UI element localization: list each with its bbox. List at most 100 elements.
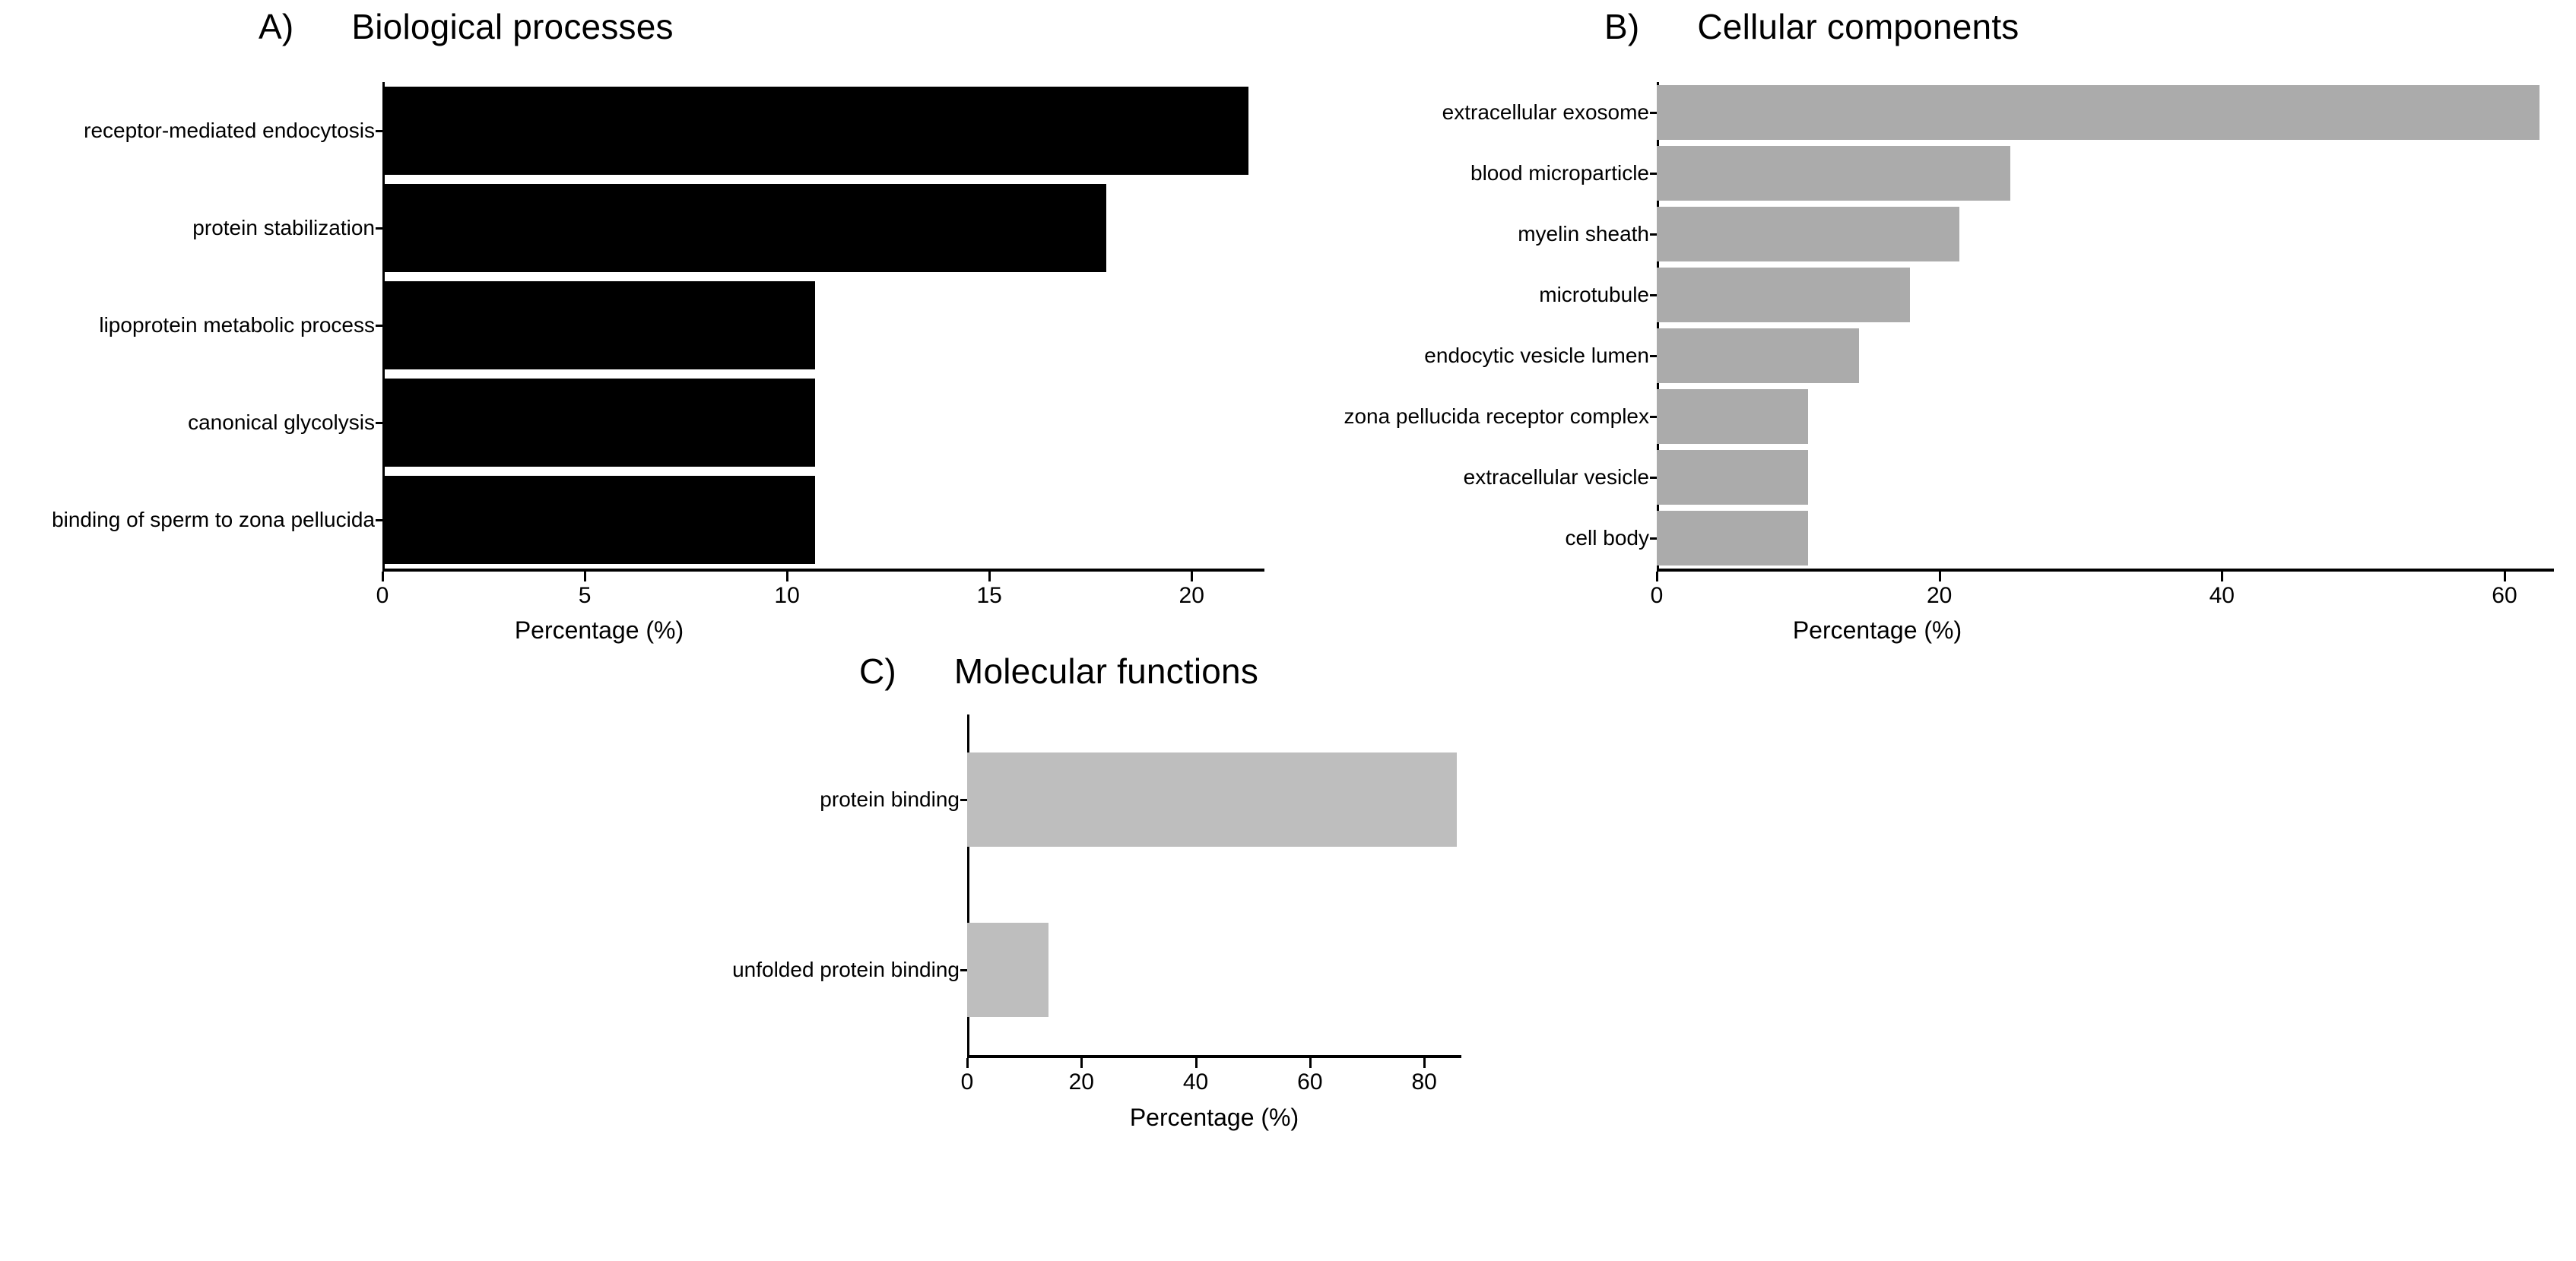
category-label: myelin sheath xyxy=(1518,222,1649,246)
bar[interactable] xyxy=(967,752,1457,847)
bar-row[interactable]: endocytic vesicle lumen xyxy=(1424,328,2554,383)
category-label: unfolded protein binding xyxy=(732,957,960,981)
bar[interactable] xyxy=(382,476,816,564)
panel-b-plot: extracellular exosome blood microparticle… xyxy=(1344,82,2554,642)
bar[interactable] xyxy=(382,184,1107,272)
bar-row[interactable]: canonical glycolysis xyxy=(188,379,1264,467)
x-tick-label: 5 xyxy=(578,583,592,608)
x-tick-mark xyxy=(2221,572,2224,581)
x-tick-label: 60 xyxy=(2492,583,2517,608)
bar[interactable] xyxy=(1657,450,1808,505)
category-tick-mark xyxy=(376,518,382,521)
bar-row[interactable]: extracellular exosome xyxy=(1442,85,2554,140)
x-tick-label: 40 xyxy=(1182,1069,1209,1095)
panel-b-y-axis-spine xyxy=(1657,82,1659,569)
category-tick-mark xyxy=(1650,416,1657,418)
panel-c-x-axis-spine xyxy=(967,1055,1461,1058)
x-tick-mark xyxy=(2503,572,2506,581)
category-tick-mark xyxy=(1650,112,1657,114)
x-tick-mark xyxy=(1938,572,1941,581)
bar-row[interactable]: binding of sperm to zona pellucida xyxy=(52,476,1264,564)
x-tick-mark xyxy=(382,572,384,581)
x-tick-mark xyxy=(584,572,587,581)
bar[interactable] xyxy=(1657,511,1808,566)
panel-a-x-axis-title: Percentage (%) xyxy=(514,616,684,644)
bar-row[interactable]: cell body xyxy=(1565,511,2554,566)
x-tick-mark xyxy=(988,572,991,581)
x-tick-mark xyxy=(1656,572,1658,581)
category-tick-mark xyxy=(1650,173,1657,175)
x-tick-mark xyxy=(1194,1058,1198,1068)
category-label: extracellular exosome xyxy=(1442,100,1649,124)
panel-b-letter: B) xyxy=(1604,7,1640,46)
panel-c-y-axis-spine xyxy=(967,714,969,1055)
bar[interactable] xyxy=(382,87,1248,175)
bar-row[interactable]: receptor-mediated endocytosis xyxy=(84,87,1264,175)
x-tick-mark xyxy=(1191,572,1194,581)
bar[interactable] xyxy=(1657,146,2010,201)
x-tick-mark xyxy=(966,1058,969,1068)
panel-b: B) Cellular components extracellular exo… xyxy=(1293,0,2576,642)
category-label: receptor-mediated endocytosis xyxy=(84,118,375,142)
x-tick-label: 0 xyxy=(1650,583,1664,608)
category-label: lipoprotein metabolic process xyxy=(99,312,375,337)
category-label: blood microparticle xyxy=(1470,161,1649,185)
bar[interactable] xyxy=(1657,207,1959,261)
category-label: binding of sperm to zona pellucida xyxy=(52,507,375,531)
panel-c: C) Molecular functions protein binding un… xyxy=(0,638,2576,1261)
panel-a-plot: receptor-mediated endocytosis protein sta… xyxy=(52,82,1264,642)
x-tick-mark xyxy=(786,572,789,581)
bar-row[interactable]: myelin sheath xyxy=(1518,207,2554,261)
bar-row[interactable]: lipoprotein metabolic process xyxy=(99,281,1264,369)
panel-c-title: Molecular functions xyxy=(953,651,1259,691)
x-tick-label: 0 xyxy=(376,583,389,608)
x-tick-mark xyxy=(1309,1058,1312,1068)
bar-row[interactable]: extracellular vesicle xyxy=(1464,450,2554,505)
bar[interactable] xyxy=(1657,85,2540,140)
category-tick-mark xyxy=(1650,355,1657,357)
bar[interactable] xyxy=(382,379,816,467)
bar-row[interactable]: unfolded protein binding xyxy=(732,923,1461,1017)
x-tick-label: 20 xyxy=(1926,583,1953,608)
category-tick-mark xyxy=(1650,233,1657,236)
bar-row[interactable]: microtubule xyxy=(1539,268,2554,322)
panel-b-x-axis-spine xyxy=(1657,569,2554,572)
category-label: zona pellucida receptor complex xyxy=(1344,404,1649,428)
category-label: extracellular vesicle xyxy=(1463,465,1649,489)
x-tick-label: 15 xyxy=(976,583,1002,608)
panel-a-heading: A) Biological processes xyxy=(259,9,674,44)
category-tick-mark xyxy=(960,968,967,971)
bar[interactable] xyxy=(382,281,816,369)
x-tick-label: 20 xyxy=(1179,583,1204,608)
category-label: protein stabilization xyxy=(192,215,375,239)
x-tick-label: 40 xyxy=(2209,583,2235,608)
x-tick-label: 80 xyxy=(1411,1069,1437,1095)
bar-row[interactable]: protein stabilization xyxy=(192,184,1264,272)
category-tick-mark xyxy=(376,421,382,424)
bar-row[interactable]: zona pellucida receptor complex xyxy=(1344,389,2554,444)
panel-c-x-axis-title: Percentage (%) xyxy=(1129,1104,1299,1131)
bar-row[interactable]: protein binding xyxy=(820,752,1461,847)
bar[interactable] xyxy=(967,923,1049,1017)
bar[interactable] xyxy=(1657,268,1910,322)
category-tick-mark xyxy=(376,129,382,132)
panel-c-heading: C) Molecular functions xyxy=(859,654,1258,689)
x-tick-label: 10 xyxy=(774,583,800,608)
panel-b-bars: extracellular exosome blood microparticle… xyxy=(1344,82,2554,569)
bar[interactable] xyxy=(1657,328,1859,383)
panel-b-x-axis-title: Percentage (%) xyxy=(1792,616,1962,644)
category-label: protein binding xyxy=(820,787,960,811)
x-tick-mark xyxy=(1423,1058,1426,1068)
category-label: canonical glycolysis xyxy=(188,410,375,434)
bar[interactable] xyxy=(1657,389,1808,444)
panel-c-bars: protein binding unfolded protein binding xyxy=(732,714,1461,1055)
x-tick-mark xyxy=(1080,1058,1083,1068)
x-tick-label: 60 xyxy=(1297,1069,1323,1095)
bar-row[interactable]: blood microparticle xyxy=(1470,146,2554,201)
category-tick-mark xyxy=(1650,294,1657,296)
x-tick-label: 20 xyxy=(1068,1069,1094,1095)
panel-a-letter: A) xyxy=(259,7,294,46)
panel-c-letter: C) xyxy=(859,651,896,691)
